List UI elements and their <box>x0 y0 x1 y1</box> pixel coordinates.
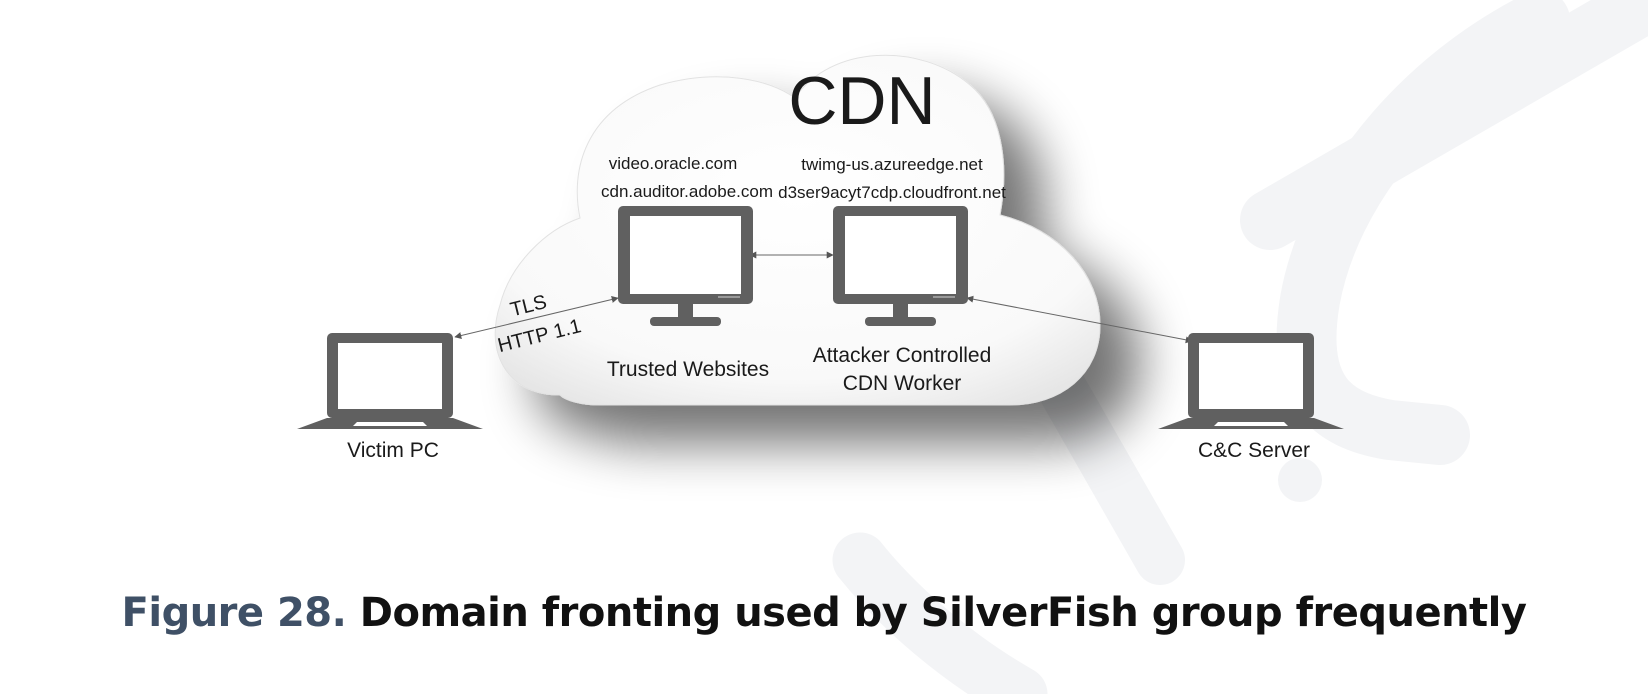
worker-server-link <box>966 295 1193 344</box>
laptop-icon <box>1158 333 1344 429</box>
worker-domain: d3ser9acyt7cdp.cloudfront.net <box>778 183 1006 202</box>
worker-label: Attacker Controlled <box>813 344 992 367</box>
trusted-websites-label: Trusted Websites <box>607 358 769 381</box>
watermark-logo <box>832 0 1648 694</box>
monitor-icon <box>833 206 968 326</box>
figure-number: Figure 28. <box>121 590 347 636</box>
cloud-shape <box>494 54 1101 406</box>
trusted-domain: video.oracle.com <box>609 154 738 173</box>
laptop-icon <box>297 333 483 429</box>
cc-server-label: C&C Server <box>1198 439 1310 462</box>
cloud-title: CDN <box>788 63 935 139</box>
victim-pc-label: Victim PC <box>347 439 439 462</box>
worker-label: CDN Worker <box>843 372 962 395</box>
monitor-icon <box>618 206 753 326</box>
trusted-domain: cdn.auditor.adobe.com <box>601 182 773 201</box>
victim-trusted-link <box>454 296 619 339</box>
figure-caption-text: Domain fronting used by SilverFish group… <box>359 590 1527 636</box>
figure-caption: Figure 28. Domain fronting used by Silve… <box>0 590 1648 636</box>
connections <box>454 251 1193 344</box>
worker-domain: twimg-us.azureedge.net <box>801 155 983 174</box>
